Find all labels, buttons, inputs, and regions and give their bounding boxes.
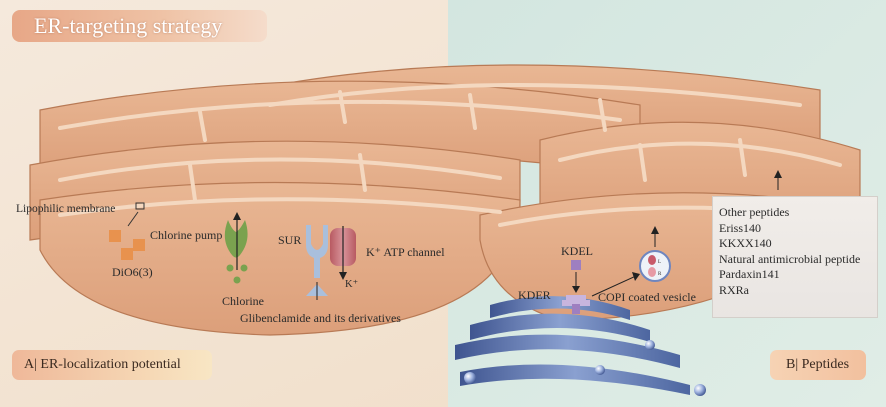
sur-shape <box>306 225 328 278</box>
golgi-cisterna-3 <box>490 296 630 320</box>
kdel-receptor <box>562 260 590 314</box>
peptide-up-arrowhead <box>774 170 782 178</box>
vesicle-r-label: R <box>658 272 662 277</box>
sur-receptor <box>306 225 328 300</box>
page-title: ER-targeting strategy <box>12 10 267 42</box>
er-body-left <box>39 181 521 336</box>
golgi-cisterna-1 <box>455 334 680 368</box>
lumen-line-3 <box>58 157 502 182</box>
peptide-item: KKXX140 <box>719 236 772 250</box>
golgi-vesicle-4 <box>694 384 706 396</box>
golgi-vesicle-3 <box>645 340 655 350</box>
vesicle-l-blob <box>648 255 656 265</box>
vesicle-up-arrowhead <box>651 226 659 234</box>
sur-label: SUR <box>278 233 301 247</box>
glibenclamide-label: Glibenclamide and its derivatives <box>240 311 401 325</box>
chlorine-pump-shape <box>224 220 248 258</box>
chlorine-ion-3 <box>233 276 241 284</box>
membrane-pointer-arrow <box>127 211 139 227</box>
panel-a-label: A| ER-localization potential <box>12 350 212 380</box>
kder-stem <box>572 304 580 314</box>
peptide-item: RXRa <box>719 282 749 297</box>
peptide-item: Eriss140 <box>719 220 761 235</box>
katp-channel-label: K⁺ ATP channel <box>366 245 445 259</box>
copi-vesicle-circle <box>639 250 671 282</box>
panel-b-label: B| Peptides <box>770 350 866 380</box>
peptide-item: Other peptides <box>719 205 790 219</box>
kder-receptor-shape <box>562 295 590 306</box>
dio6-molecules <box>109 230 145 260</box>
peptide-list-box: Other peptides Eriss140 KKXX140 Natural … <box>712 196 878 318</box>
lumen-bridges-2 <box>188 138 747 202</box>
dio6-square-2 <box>133 239 145 251</box>
peptide-item: Natural antimicrobial peptide <box>719 251 861 266</box>
golgi-vesicle-2 <box>595 365 605 375</box>
dio6-square-1 <box>109 230 121 242</box>
membrane-square-icon <box>135 202 145 210</box>
dio6-square-3 <box>121 248 133 260</box>
chlorine-ion-1 <box>226 264 234 272</box>
golgi-apparatus <box>455 296 706 396</box>
vesicle-r-blob <box>648 267 656 277</box>
chlorine-ion-2 <box>240 264 248 272</box>
golgi-cisterna-4 <box>460 364 690 395</box>
golgi-cisterna-2 <box>470 313 650 342</box>
chlorine-label: Chlorine <box>222 294 264 308</box>
lipophilic-membrane-label: Lipophilic membrane <box>16 203 115 215</box>
lumen-line-1 <box>58 99 622 130</box>
lumen-bridges-1 <box>198 90 607 142</box>
lumen-line-2 <box>268 83 802 107</box>
lumen-line-4 <box>558 141 842 167</box>
dio6-label: DiO6(3) <box>112 265 153 279</box>
lumen-line-5 <box>58 197 502 217</box>
copi-vesicle: L R <box>591 226 671 297</box>
golgi-vesicle-1 <box>464 372 476 384</box>
er-lumen-lines <box>58 83 842 227</box>
kdel-arrowhead <box>572 286 580 293</box>
copi-arrowhead <box>632 272 640 281</box>
kdel-label: KDEL <box>561 244 593 258</box>
chlorine-pump-arrowhead <box>233 212 241 220</box>
lipophilic-membrane-marker: Lipophilic membrane <box>16 202 145 227</box>
chlorine-pump <box>224 212 248 284</box>
copi-label: COPI coated vesicle <box>598 290 696 304</box>
copi-arrow <box>591 275 637 297</box>
katp-arrowhead <box>339 272 347 280</box>
k-ion-label: K⁺ <box>345 279 359 290</box>
kdel-square-icon <box>571 260 581 270</box>
vesicle-l-label: L <box>658 260 661 265</box>
kder-label: KDER <box>518 288 551 302</box>
peptide-item: Pardaxin141 <box>719 267 780 281</box>
er-membrane-stack <box>29 64 861 336</box>
katp-channel <box>330 226 356 280</box>
chlorine-pump-label: Chlorine pump <box>150 228 222 242</box>
